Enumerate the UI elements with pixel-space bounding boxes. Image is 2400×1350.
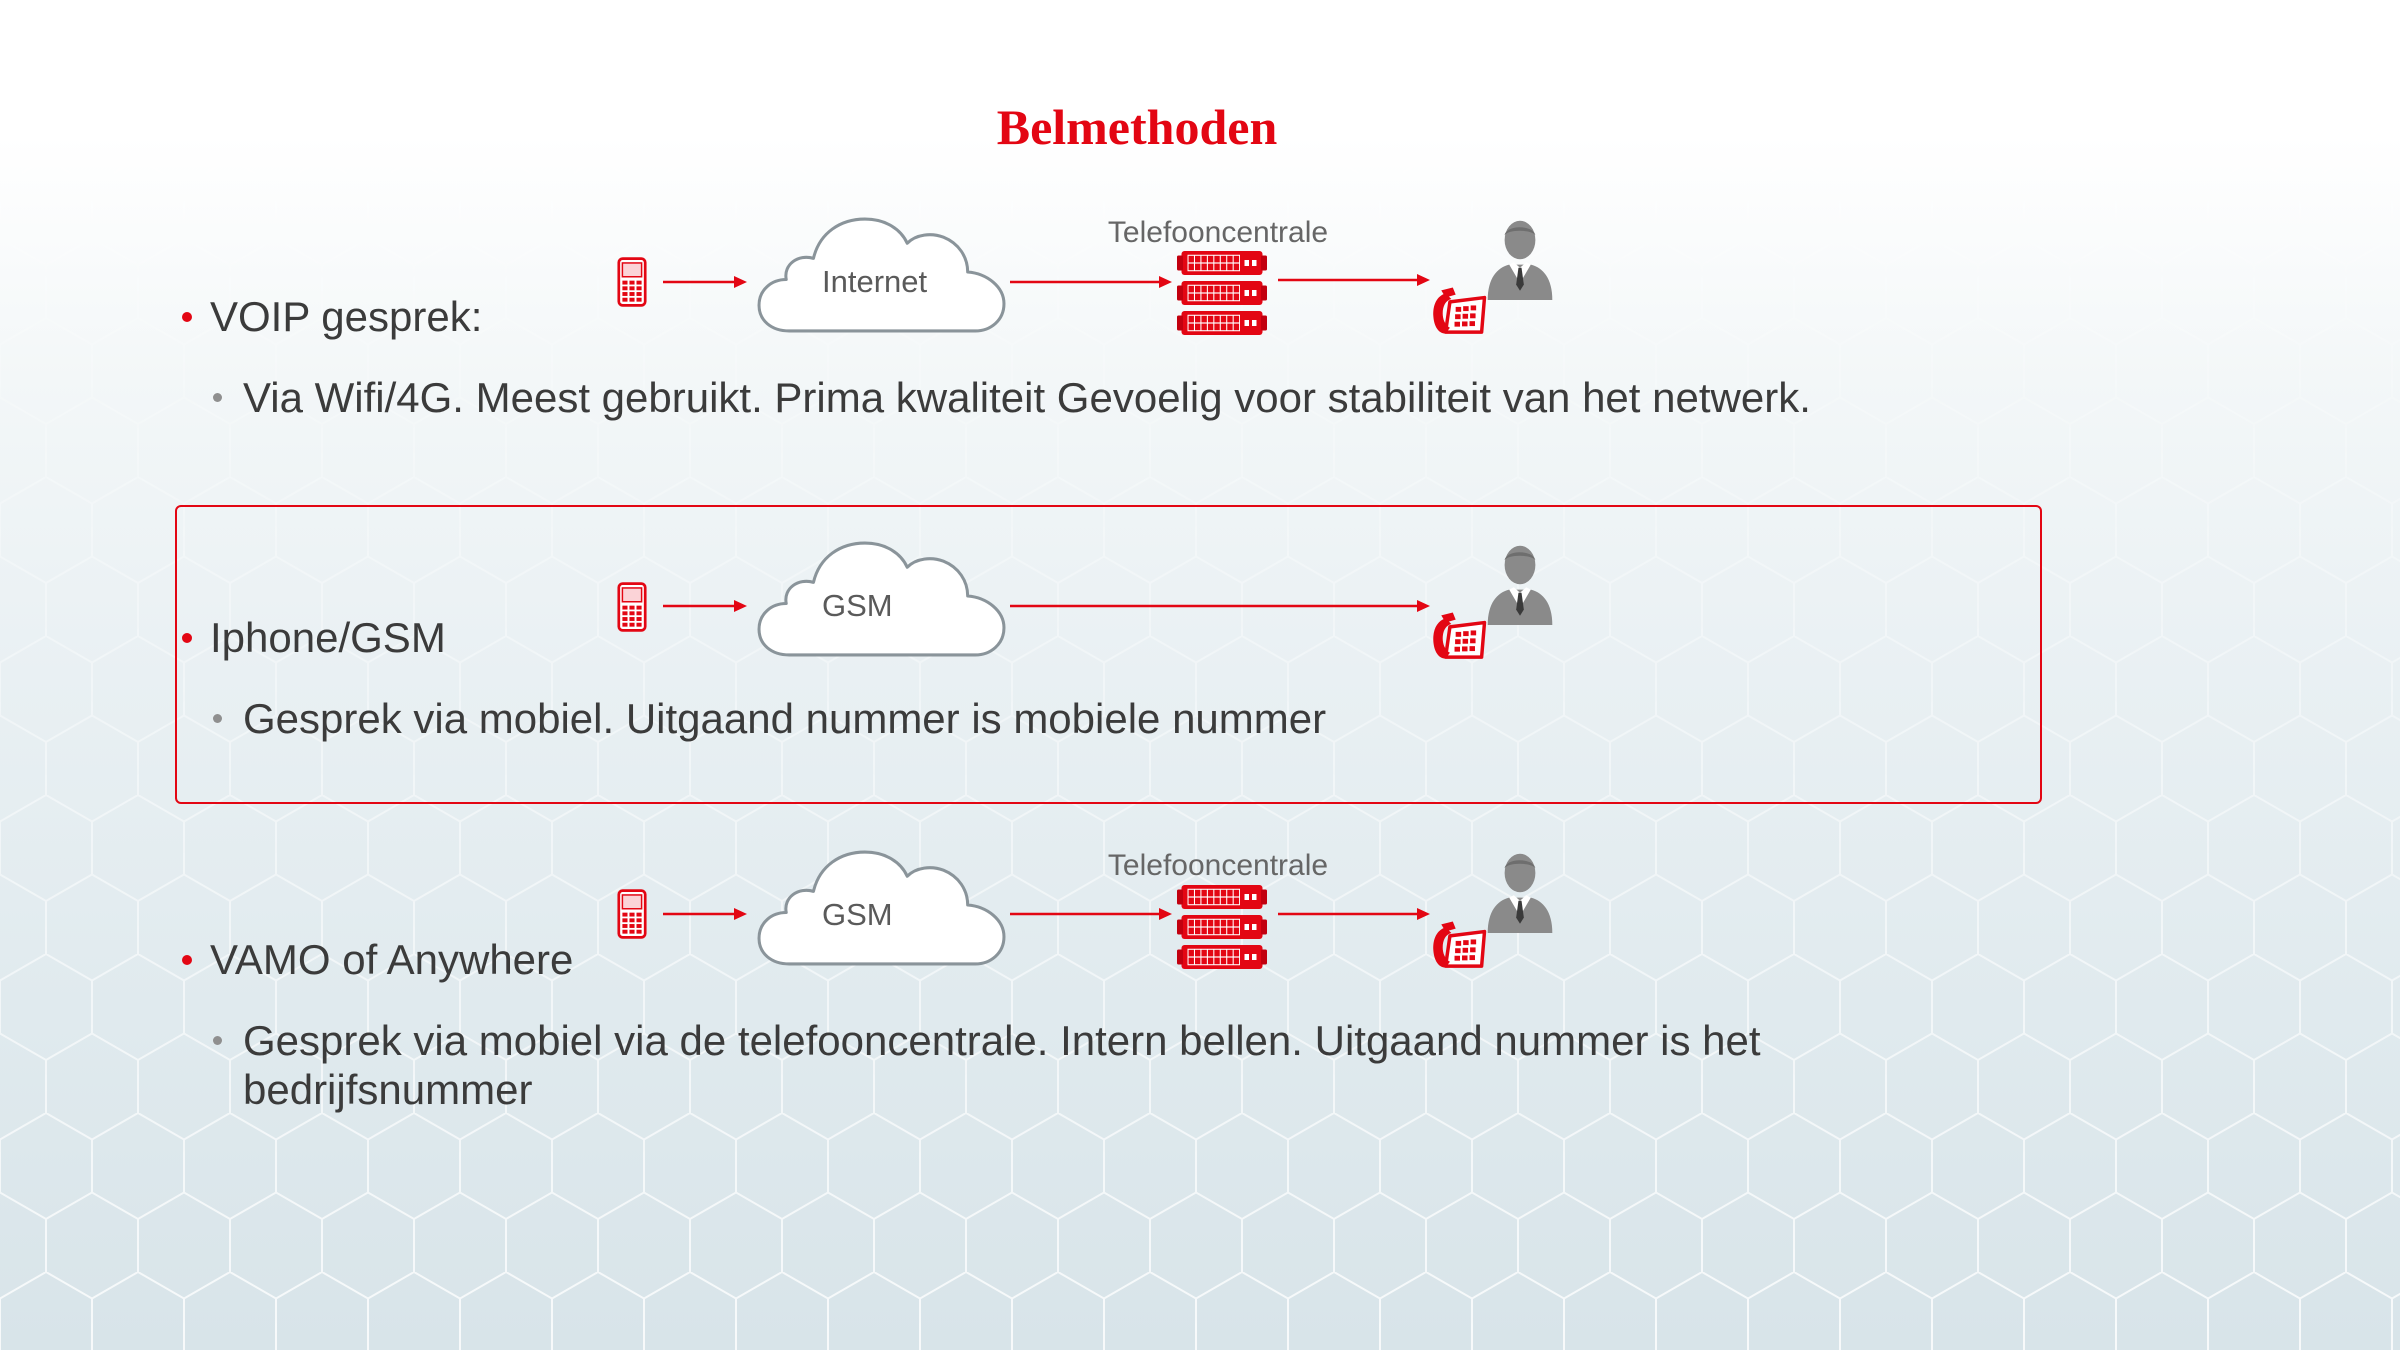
- arrow-right-icon: [1010, 600, 1430, 612]
- bullet-detail-gsm: Gesprek via mobiel. Uitgaand nummer is m…: [213, 694, 1327, 743]
- bullet-heading-vamo: VAMO of Anywhere: [182, 935, 574, 984]
- highlight-box: [175, 505, 2042, 804]
- heading-text: VOIP gesprek:: [210, 293, 483, 340]
- arrow-right-icon: [1278, 274, 1430, 286]
- bullet-marker: [182, 312, 192, 322]
- desk-phone-icon: [1431, 611, 1487, 660]
- heading-text: VAMO of Anywhere: [210, 936, 574, 983]
- pbx-label: Telefooncentrale: [1107, 849, 1329, 882]
- server-icon: [1177, 885, 1267, 969]
- cloud-label: Internet: [822, 264, 928, 299]
- person-icon: [1487, 220, 1553, 300]
- sub-bullet-marker: [213, 393, 222, 402]
- heading-text: Iphone/GSM: [210, 614, 446, 661]
- detail-text: Gesprek via mobiel. Uitgaand nummer is m…: [243, 695, 1327, 742]
- sub-bullet-marker: [213, 714, 222, 723]
- bullet-detail-vamo: Gesprek via mobiel via de telefooncentra…: [213, 1016, 1943, 1114]
- arrow-right-icon: [1010, 276, 1172, 288]
- person-icon: [1487, 545, 1553, 625]
- mobile-phone-icon: [617, 582, 647, 632]
- mobile-phone-icon: [617, 889, 647, 939]
- bullet-marker: [182, 633, 192, 643]
- person-icon: [1487, 853, 1553, 933]
- server-icon: [1177, 251, 1267, 335]
- detail-text: Gesprek via mobiel via de telefooncentra…: [243, 1017, 1761, 1113]
- sub-bullet-marker: [213, 1036, 222, 1045]
- bullet-heading-gsm: Iphone/GSM: [182, 613, 446, 662]
- bullet-heading-voip: VOIP gesprek:: [182, 292, 483, 341]
- arrow-right-icon: [663, 908, 747, 920]
- arrow-right-icon: [663, 276, 747, 288]
- arrow-right-icon: [1010, 908, 1172, 920]
- mobile-phone-icon: [617, 257, 647, 307]
- pbx-label: Telefooncentrale: [1107, 216, 1329, 249]
- bullet-marker: [182, 955, 192, 965]
- cloud-label: GSM: [822, 588, 893, 623]
- slide-title: Belmethoden: [996, 99, 1278, 155]
- desk-phone-icon: [1431, 920, 1487, 969]
- bullet-detail-voip: Via Wifi/4G. Meest gebruikt. Prima kwali…: [213, 373, 1811, 422]
- cloud-label: GSM: [822, 897, 893, 932]
- arrow-right-icon: [1278, 908, 1430, 920]
- arrow-right-icon: [663, 600, 747, 612]
- detail-text: Via Wifi/4G. Meest gebruikt. Prima kwali…: [243, 374, 1811, 421]
- desk-phone-icon: [1431, 286, 1487, 335]
